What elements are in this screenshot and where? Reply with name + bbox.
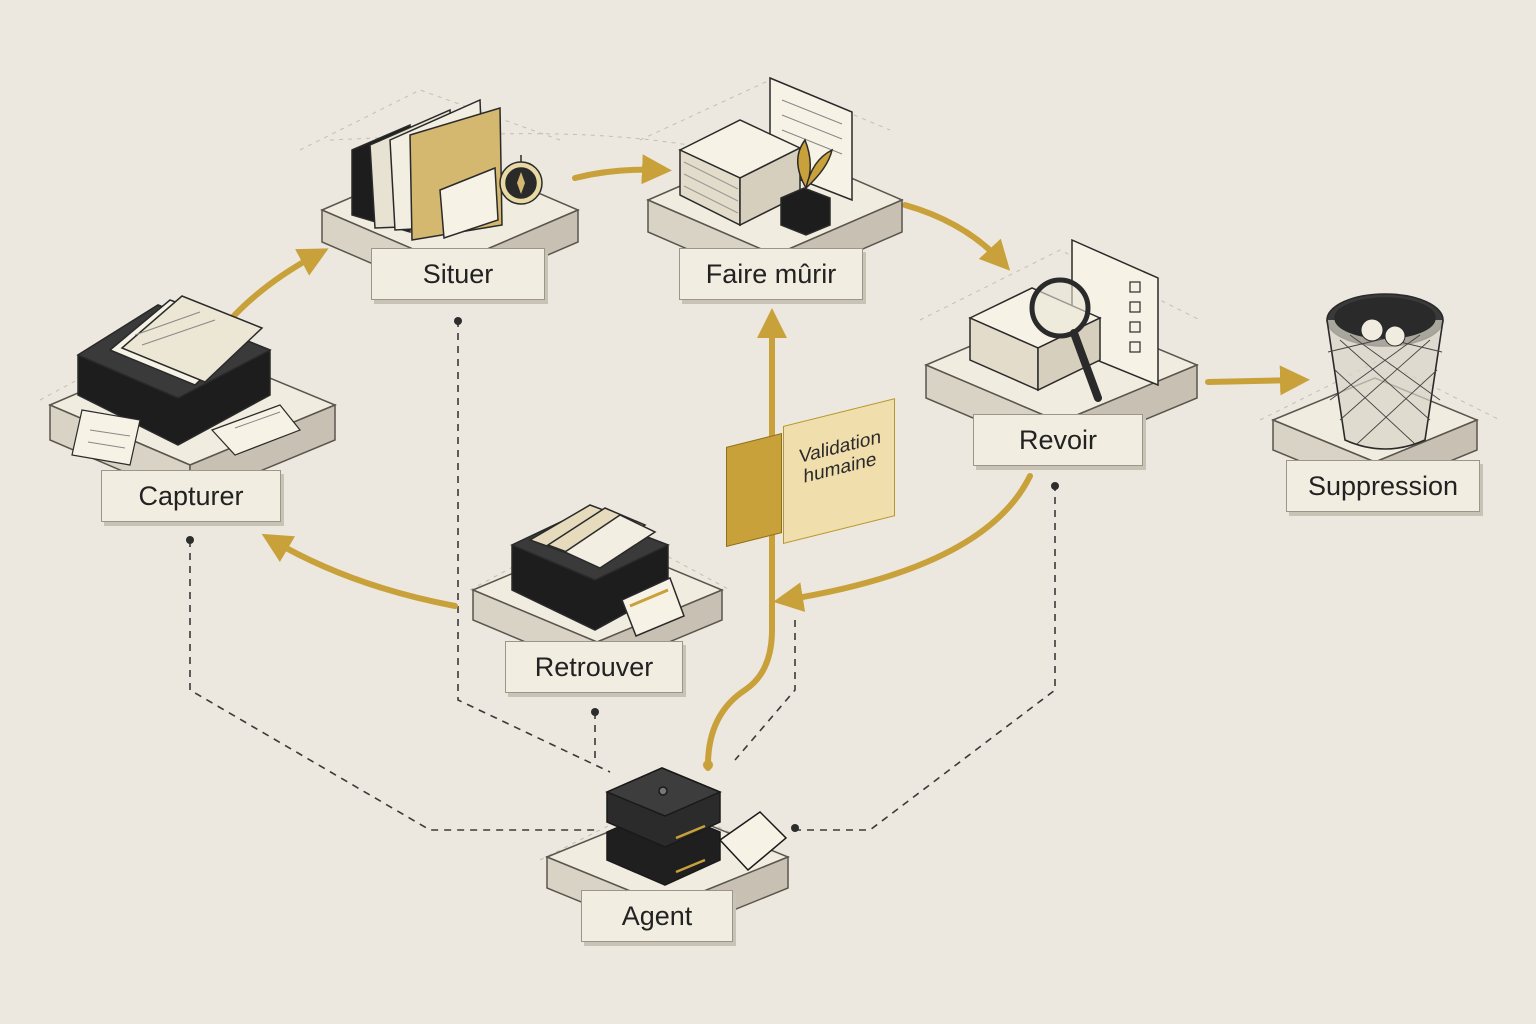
file-organizer-compass-icon <box>351 98 543 241</box>
node-label-agent: Agent <box>581 890 733 942</box>
link-dots <box>186 317 1059 832</box>
node-label-suppression: Suppression <box>1286 460 1480 512</box>
wastebasket-icon <box>1326 293 1444 450</box>
server-stack-icon <box>605 767 788 886</box>
agent-links <box>189 320 1056 831</box>
magnifier-checklist-icon <box>968 238 1159 402</box>
node-label-capturer: Capturer <box>101 470 281 522</box>
node-label-retrouver: Retrouver <box>505 641 683 693</box>
flow-arrows <box>227 154 1310 771</box>
node-label-situer: Situer <box>371 248 545 300</box>
node-label-revoir: Revoir <box>973 414 1143 466</box>
validation-badge <box>726 433 782 547</box>
validation-label: Validation humaine <box>798 426 882 488</box>
file-drawer-icon <box>510 504 685 637</box>
inbox-tray-icon <box>71 295 301 466</box>
documents-plant-icon <box>678 76 853 236</box>
node-label-faire-murir: Faire mûrir <box>679 248 863 300</box>
